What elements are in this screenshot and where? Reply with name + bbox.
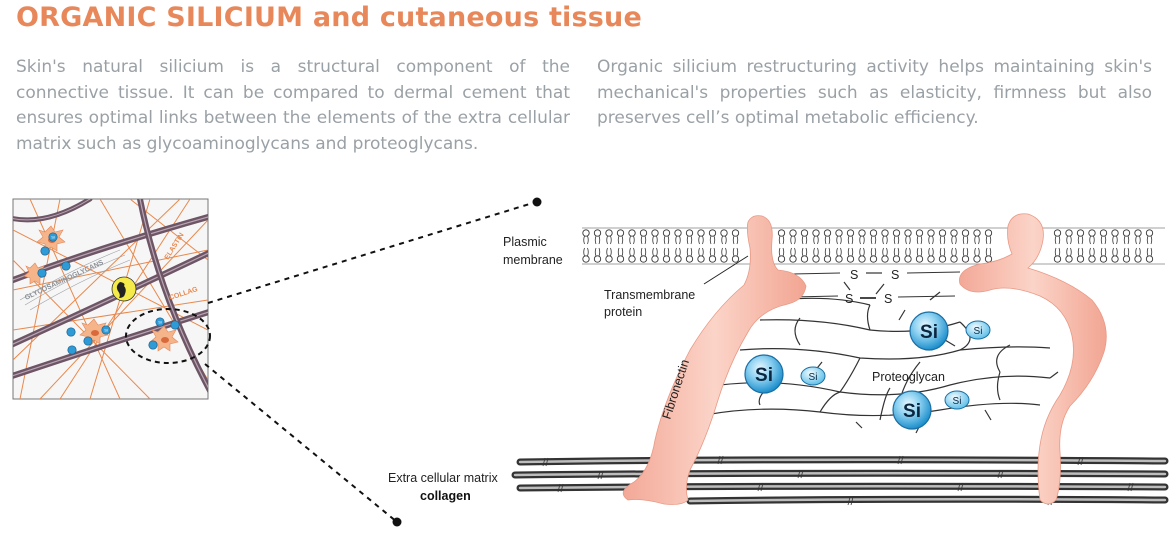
si-particle-small-3: Si	[944, 390, 970, 410]
lipid-pair	[938, 229, 947, 263]
proteoglycan-label: Proteoglycan	[872, 370, 945, 384]
plasmic-membrane-label-1: Plasmic	[503, 235, 547, 249]
lipid-pair	[789, 229, 797, 263]
zoom-connectors	[204, 197, 542, 527]
lipid-pair	[1122, 229, 1131, 263]
si-particle-small-2: Si	[800, 366, 826, 386]
si-particle-small-1: Si	[965, 320, 991, 340]
si-particle-large-1: Si	[909, 311, 949, 351]
lipid-pair	[800, 229, 809, 263]
svg-text:Si: Si	[809, 372, 818, 383]
lipid-pair	[582, 229, 590, 263]
svg-text:Si: Si	[974, 326, 983, 337]
inset-collagen-fibers	[13, 199, 208, 394]
lipid-pair	[1053, 229, 1062, 263]
lipid-pair	[651, 229, 659, 263]
lipid-pair	[858, 229, 866, 263]
intro-paragraph-right: Organic silicium restructuring activity …	[597, 57, 1152, 128]
lipid-pair	[1145, 229, 1154, 263]
lipid-pair	[720, 229, 728, 263]
lipid-pair	[835, 229, 843, 263]
collagen-label: collagen	[420, 489, 471, 503]
lipid-pair	[892, 229, 901, 263]
svg-text:Si: Si	[953, 396, 962, 407]
lipid-pair	[927, 229, 935, 263]
lipid-pair	[593, 229, 602, 263]
ss-bond-s2: S	[891, 268, 899, 282]
ss-bond-s4: S	[884, 292, 892, 306]
inset-si-markers	[37, 232, 180, 355]
lipid-pair	[812, 229, 820, 263]
lipid-pair	[662, 229, 671, 263]
lipid-pair	[904, 229, 912, 263]
collagen-bundle	[511, 455, 1169, 506]
lipid-pair	[950, 229, 958, 263]
lipid-pair	[708, 229, 717, 263]
lipid-pair	[639, 229, 648, 263]
lipid-pair	[973, 229, 981, 263]
lipid-pair	[1088, 229, 1096, 263]
lipid-pair	[869, 229, 878, 263]
lipid-pair	[605, 229, 613, 263]
lipid-pair	[984, 229, 993, 263]
lipid-pair	[823, 229, 832, 263]
transmembrane-protein-right	[959, 213, 1107, 505]
lipid-pair	[1134, 229, 1142, 263]
plasmic-membrane-label-2: membrane	[503, 253, 563, 267]
transmembrane-protein-right-shape	[959, 213, 1107, 505]
inset-macrophage-icon	[111, 276, 137, 302]
svg-text:Si: Si	[920, 322, 938, 343]
zoom-ellipse	[125, 308, 211, 364]
ss-bond-s1: S	[850, 268, 858, 282]
inset-gag-fibers	[19, 249, 131, 311]
lipid-pair	[697, 229, 705, 263]
lipid-pair	[777, 229, 786, 263]
lipid-pair	[674, 229, 682, 263]
si-particles: Si Si Si Si Si Si	[744, 311, 991, 430]
lipid-pair	[1099, 229, 1108, 263]
lipid-pair	[1076, 229, 1085, 263]
svg-text:Si: Si	[903, 401, 921, 422]
lipid-pair	[616, 229, 625, 263]
disulfide-bonds: S S S S	[791, 268, 961, 306]
lipid-pair	[731, 229, 740, 263]
lipid-pair	[685, 229, 694, 263]
lipid-pair	[1111, 229, 1119, 263]
lipid-pair	[1065, 229, 1073, 263]
svg-text:Si: Si	[104, 328, 108, 333]
lipid-pair	[846, 229, 855, 263]
transmembrane-protein-label-2: protein	[604, 305, 642, 319]
transmembrane-protein-left	[622, 215, 807, 505]
lipid-pair	[961, 229, 970, 263]
svg-text:Si: Si	[158, 320, 162, 325]
page-title: ORGANIC SILICIUM and cutaneous tissue	[16, 2, 642, 33]
lipid-pair	[915, 229, 924, 263]
svg-text:Si: Si	[755, 365, 773, 386]
svg-text:Si: Si	[51, 235, 55, 240]
inset-si-marker-text: Si Si Si	[51, 235, 162, 333]
transmembrane-pointer	[703, 255, 749, 285]
si-particle-large-2: Si	[744, 354, 784, 394]
ecm-label: Extra cellular matrix	[388, 471, 498, 485]
fibronectin-shape	[622, 215, 807, 505]
plasmic-membrane	[582, 227, 1165, 265]
ss-bond-s3: S	[845, 292, 853, 306]
lipid-pair	[628, 229, 636, 263]
inset-panel: Si Si Si ELASTIN COLLAG GLYCOSAMINOGLYCA…	[12, 198, 211, 400]
intro-paragraph-left: Skin's natural silicium is a structural …	[16, 57, 570, 154]
si-particle-large-3: Si	[892, 390, 932, 430]
transmembrane-protein-label-1: Transmembrane	[604, 288, 695, 302]
lipid-pair	[881, 229, 889, 263]
